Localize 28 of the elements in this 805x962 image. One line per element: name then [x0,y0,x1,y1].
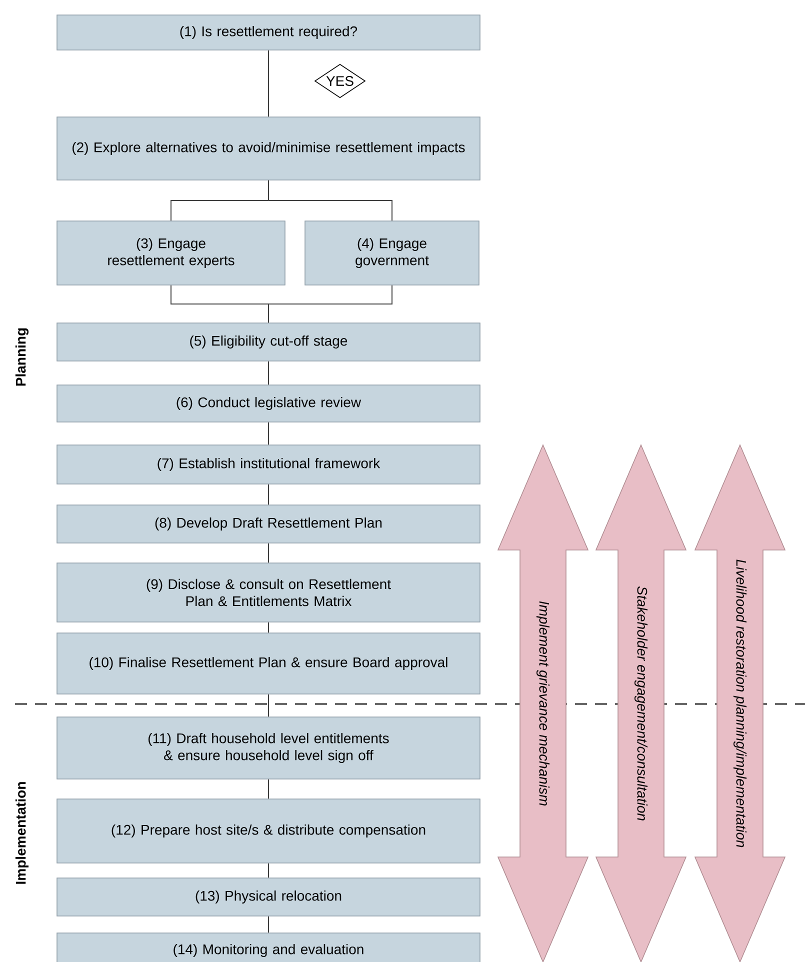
process-box: (1) Is resettlement required? [56,14,480,50]
phase-label: Implementation [15,782,29,884]
connector-line [268,542,269,564]
process-box: (10) Finalise Resettlement Plan & ensure Board approval [56,632,480,694]
process-box: (8) Develop Draft Resettlement Plan [56,504,480,544]
connector-line [268,778,269,800]
process-box: (7) Establish institutional framework [56,444,480,484]
connector-line [268,50,269,118]
connector-line [268,484,269,506]
connector-line [268,422,269,446]
process-box: (4) Engage government [304,220,480,286]
process-box: (6) Conduct legislative review [56,384,480,422]
connector-line [268,622,269,634]
phase-label: Planning [15,328,29,386]
process-box: (9) Disclose & consult on Resettlement Plan & Entitlements Matrix [56,562,480,622]
process-box: (5) Eligibility cut-off stage [56,322,480,362]
connector-line [268,694,269,718]
connector-line [268,360,269,386]
process-box: (12) Prepare host site/s & distribute compensation [56,798,480,864]
connector-line [268,284,392,324]
process-box: (11) Draft household level entitlements & ensure household level sign off [56,716,480,780]
connector-line [268,916,269,934]
process-box: (13) Physical relocation [56,878,480,916]
connector-line [268,862,269,878]
process-box: (2) Explore alternatives to avoid/minimise resettlement impacts [56,116,480,180]
process-box: (3) Engage resettlement experts [56,220,286,286]
process-box: (14) Monitoring and evaluation [56,932,480,962]
connector-line [268,180,392,222]
